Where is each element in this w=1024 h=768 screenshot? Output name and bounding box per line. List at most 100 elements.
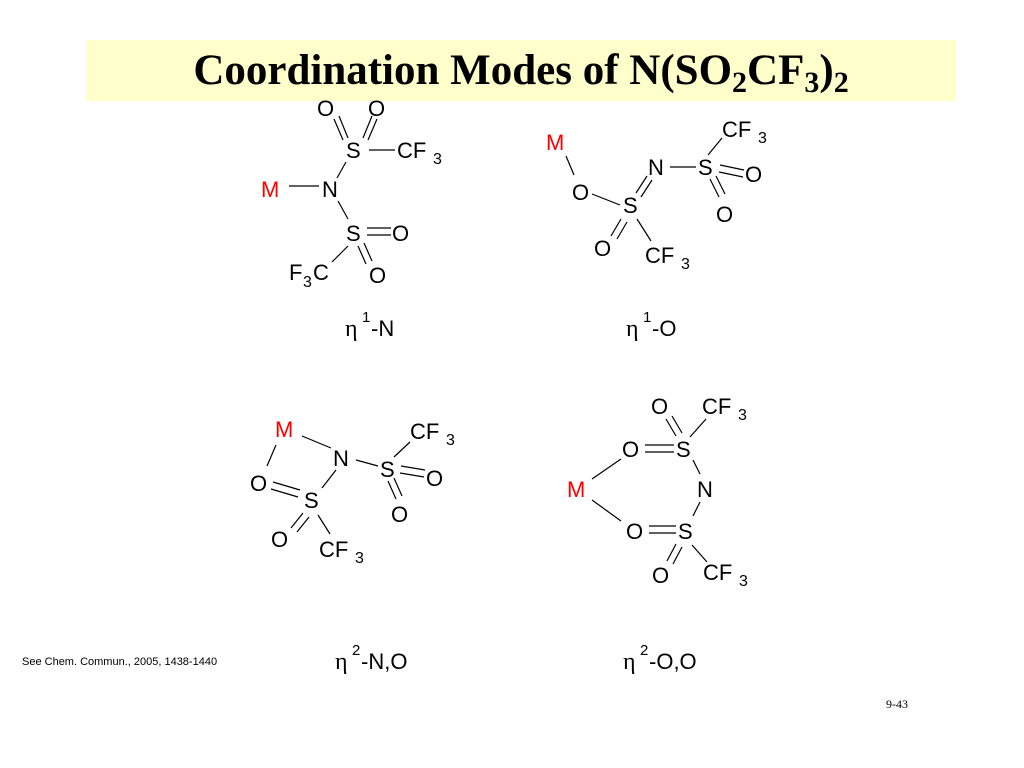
bond-s-o-double: [666, 543, 677, 562]
donor-atoms: -N,O: [361, 649, 407, 674]
structure-eta2-oo: O CF 3 O S M N O S O CF 3: [567, 394, 748, 590]
label-eta1-o: η 1 -O: [626, 309, 676, 342]
bond-s-n: [692, 459, 701, 475]
bond-n-s: [321, 469, 337, 489]
atom-n: N: [322, 177, 338, 202]
atom-sub-3: 3: [739, 573, 748, 590]
bond-s-o-double: [715, 175, 726, 195]
atom-o: O: [622, 437, 639, 462]
atom-n: N: [697, 477, 713, 502]
eta-symbol: η: [626, 316, 639, 342]
bond-s-o-double: [333, 118, 344, 141]
atom-o: O: [745, 162, 762, 187]
atom-s: S: [346, 221, 361, 246]
bond-s-o-double: [672, 546, 683, 565]
atom-s: S: [678, 519, 693, 544]
page-number: 9-43: [886, 697, 908, 711]
slide-title: Coordination Modes of N(SO2CF3)2: [86, 40, 956, 101]
atom-s: S: [676, 437, 691, 462]
bond-s-cf3: [636, 218, 652, 242]
bond-s-cf3: [691, 544, 708, 563]
hapticity-number: 2: [640, 642, 648, 659]
bond-m-o: [591, 458, 622, 480]
label-eta2-oo: η 2 -O,O: [623, 642, 697, 675]
bond-m-o: [266, 444, 277, 467]
bond-s-cf3: [393, 441, 411, 458]
atom-cf: CF: [397, 138, 426, 163]
atom-o: O: [426, 466, 443, 491]
atom-cf: CF: [702, 394, 731, 419]
bond-m-o: [591, 499, 622, 522]
title-cf: CF: [747, 47, 805, 94]
bond-s-o-double: [290, 512, 304, 529]
bond-n-s: [337, 200, 349, 220]
atom-sub-3: 3: [433, 151, 442, 168]
atom-o: O: [716, 202, 733, 227]
bond-s-n-double: [640, 179, 653, 198]
label-eta1-n: η 1 -N: [345, 309, 394, 342]
atom-o: O: [369, 263, 386, 288]
hapticity-number: 1: [362, 309, 370, 326]
atom-s: S: [346, 138, 361, 163]
title-sub-outer-2: 2: [833, 66, 849, 99]
atom-cf: CF: [703, 560, 732, 585]
title-band: [86, 40, 956, 101]
atom-sub-3: 3: [446, 432, 455, 449]
structure-eta2-no: M N S CF 3 O O O S O CF 3: [250, 417, 455, 567]
atom-sub-3: 3: [303, 274, 312, 291]
atom-o: O: [572, 180, 589, 205]
atom-cf: CF: [645, 243, 674, 268]
donor-atoms: -O: [652, 316, 676, 341]
atom-o: O: [651, 394, 668, 419]
label-eta2-no: η 2 -N,O: [335, 642, 407, 675]
atom-metal: M: [261, 177, 279, 202]
bond-o-s: [591, 193, 621, 206]
atom-o: O: [250, 471, 267, 496]
atom-o: O: [652, 563, 669, 588]
atom-o: O: [317, 96, 334, 121]
atom-o: O: [392, 221, 409, 246]
hapticity-number: 1: [643, 309, 651, 326]
atom-o: O: [626, 519, 643, 544]
atom-cf: CF: [722, 117, 751, 142]
bond-s-o-double: [363, 242, 373, 262]
title-sub-3: 3: [804, 66, 820, 99]
bond-s-cf3: [689, 418, 707, 438]
atom-n: N: [648, 155, 664, 180]
atom-cf: CF: [319, 537, 348, 562]
donor-atoms: -N: [371, 316, 394, 341]
atom-n: N: [333, 446, 349, 471]
bond-s-n-double: [635, 175, 648, 194]
bond-s-cf3: [331, 245, 349, 263]
hapticity-number: 2: [352, 642, 360, 659]
bond-s-o-double: [718, 171, 744, 178]
donor-atoms: -O,O: [649, 649, 697, 674]
bond-o-s-double: [270, 488, 299, 498]
atom-o: O: [594, 236, 611, 261]
atom-sub-3: 3: [355, 550, 364, 567]
atom-o: O: [391, 502, 408, 527]
bond-m-o: [565, 155, 575, 176]
bond-s-o-double: [362, 115, 373, 139]
atom-f: F: [289, 260, 302, 285]
bond-m-n: [301, 435, 332, 449]
bond-n-s: [355, 459, 379, 467]
citation-footnote: See Chem. Commun., 2005, 1438-1440: [22, 656, 218, 668]
atom-sub-3: 3: [681, 256, 690, 273]
structure-eta1-n: O O S CF 3 M N S O O F 3 C: [261, 96, 442, 291]
atom-sub-3: 3: [738, 407, 747, 424]
atom-sub-3: 3: [758, 130, 767, 147]
bond-s-o-double: [338, 115, 349, 139]
bond-s-o-double: [387, 480, 397, 500]
bond-s-o-double: [616, 221, 628, 240]
bond-s-o-double: [719, 164, 745, 171]
bond-s-o-double: [671, 415, 683, 434]
atom-o: O: [271, 527, 288, 552]
bond-s-o-double: [400, 465, 426, 471]
title-close-paren: ): [819, 47, 834, 94]
bond-s-o-double: [709, 178, 720, 198]
bond-s-o-double: [367, 118, 378, 141]
bond-s-o-double: [665, 418, 677, 437]
atom-cf: CF: [410, 419, 439, 444]
